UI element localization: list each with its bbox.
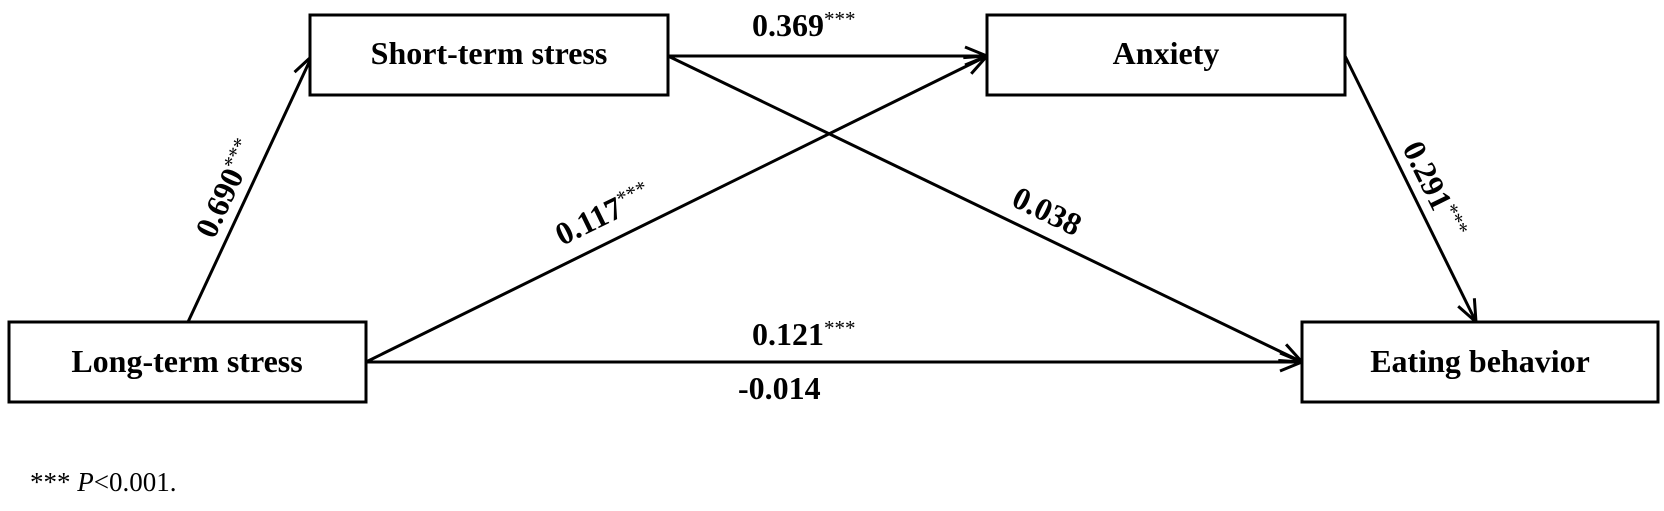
footnote-stars: *** — [30, 467, 71, 497]
node-long-term-stress-label: Long-term stress — [71, 343, 302, 379]
footnote-p-symbol: P — [77, 467, 94, 497]
coef-anxiety-to-eating: 0.291*** — [1396, 135, 1474, 244]
edge-long-to-anxiety — [365, 56, 987, 364]
footnote-threshold: <0.001. — [93, 467, 177, 497]
coef-short-to-anxiety: 0.369*** — [752, 7, 856, 43]
coef-short-to-eating: 0.038 — [1007, 179, 1087, 243]
coef-long-to-eating-total: 0.121*** — [752, 316, 856, 352]
node-long-term-stress: Long-term stress — [7, 320, 368, 404]
coef-long-to-eating-direct: -0.014 — [738, 370, 821, 406]
node-short-term-stress: Short-term stress — [308, 13, 670, 97]
coef-long-to-anxiety: 0.117*** — [549, 175, 656, 252]
significance-footnote: *** P<0.001. — [30, 467, 176, 498]
edge-short-to-eating — [667, 54, 1302, 362]
edge-anxiety-to-eating — [1343, 55, 1476, 322]
coef-long-to-short: 0.690*** — [188, 134, 264, 243]
node-eating-behavior-label: Eating behavior — [1370, 343, 1590, 379]
edge-long-to-short — [186, 56, 312, 323]
node-eating-behavior: Eating behavior — [1300, 320, 1660, 404]
node-anxiety-label: Anxiety — [1113, 35, 1220, 71]
mediation-diagram: Short-term stress Anxiety Long-term stre… — [7, 7, 1660, 406]
node-anxiety: Anxiety — [985, 13, 1347, 97]
node-short-term-stress-label: Short-term stress — [371, 35, 608, 71]
